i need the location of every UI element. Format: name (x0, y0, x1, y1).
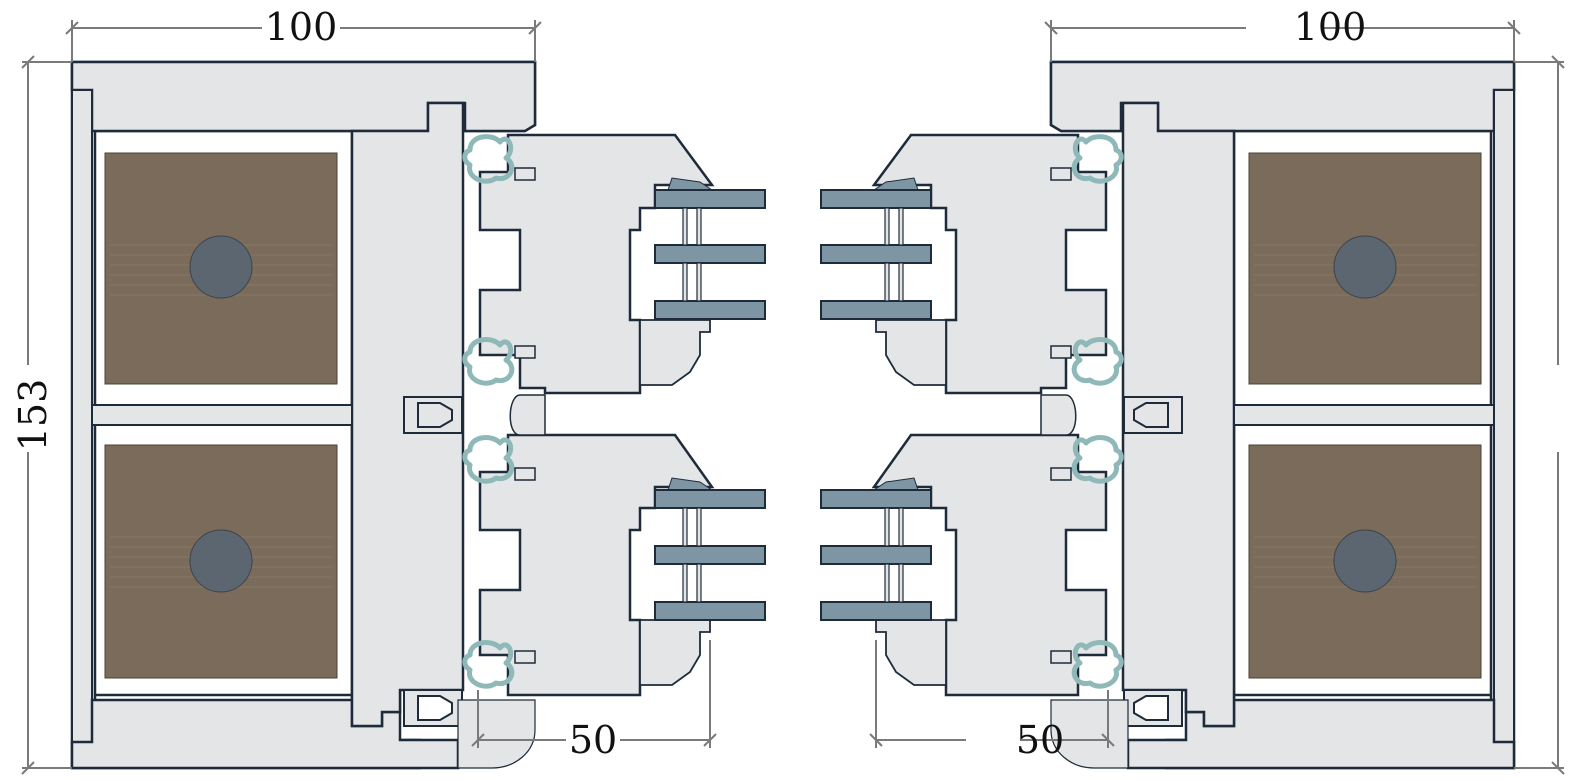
left-profile-section (22, 20, 765, 774)
dim-frame-height: 153 (11, 379, 55, 452)
dim-right-frame-depth: 100 (1294, 5, 1367, 49)
dim-left-sash-depth: 50 (569, 718, 617, 762)
dim-right-sash-depth: 50 (1016, 718, 1064, 762)
dim-left-frame-depth: 100 (265, 5, 338, 49)
right-profile-section (821, 20, 1564, 774)
